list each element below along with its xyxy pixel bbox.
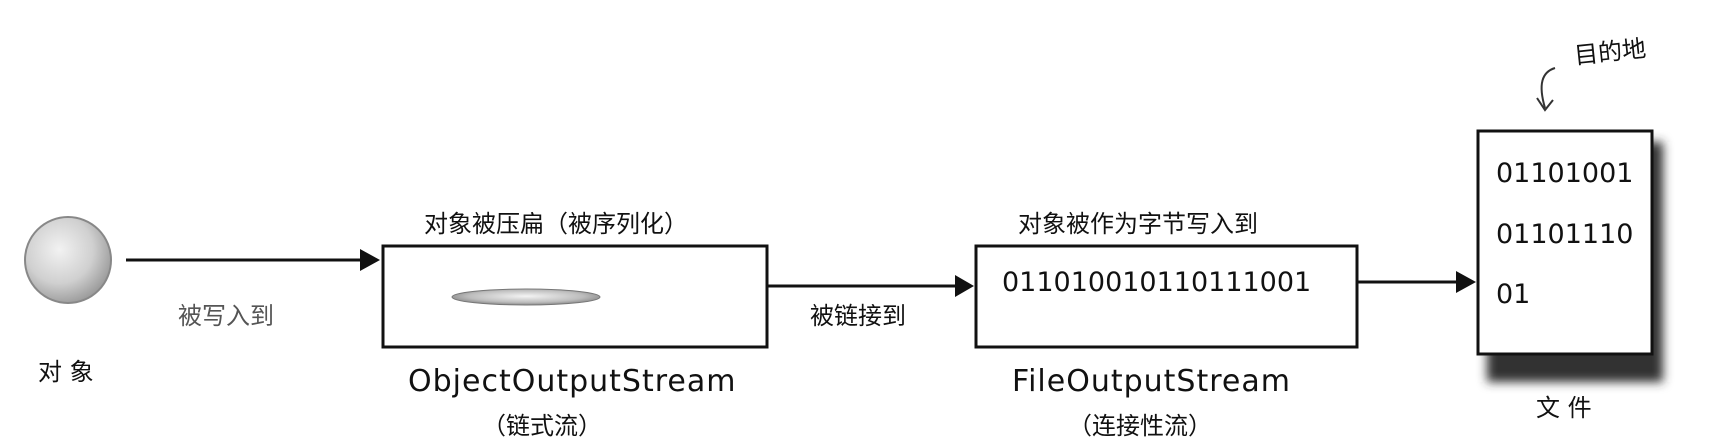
arrow2-label: 被链接到 <box>810 302 906 330</box>
arrow-stream1-to-stream2 <box>768 275 974 297</box>
stream1-name: ObjectOutputStream <box>408 364 737 399</box>
file-output-stream-box <box>974 244 1359 349</box>
file-bits-line-3: 01 <box>1496 279 1531 310</box>
file-bits-line-2: 01101110 <box>1496 219 1634 250</box>
stream1-caption: 对象被压扁（被序列化） <box>424 210 688 238</box>
stream1-kind: （链式流） <box>482 412 602 440</box>
stream2-name: FileOutputStream <box>1012 364 1291 399</box>
object-sphere <box>24 216 112 304</box>
stream2-kind: （连接性流） <box>1068 412 1212 440</box>
destination-arrow <box>1540 67 1556 109</box>
arrow1-label: 被写入到 <box>178 302 274 330</box>
flattened-object-disc <box>451 288 601 306</box>
destination-annotation: 目的地 <box>1572 34 1648 70</box>
arrow-stream2-to-file <box>1358 271 1476 293</box>
file-box <box>1476 129 1654 356</box>
stream2-content: 011010010110111001 <box>1002 267 1312 298</box>
file-bits-line-1: 01101001 <box>1496 158 1634 189</box>
arrow-object-to-stream1 <box>126 249 380 271</box>
object-label: 对 象 <box>38 358 94 386</box>
destination-arrowhead <box>1536 97 1554 112</box>
file-label: 文 件 <box>1536 394 1592 422</box>
stream2-caption: 对象被作为字节写入到 <box>1018 210 1258 238</box>
